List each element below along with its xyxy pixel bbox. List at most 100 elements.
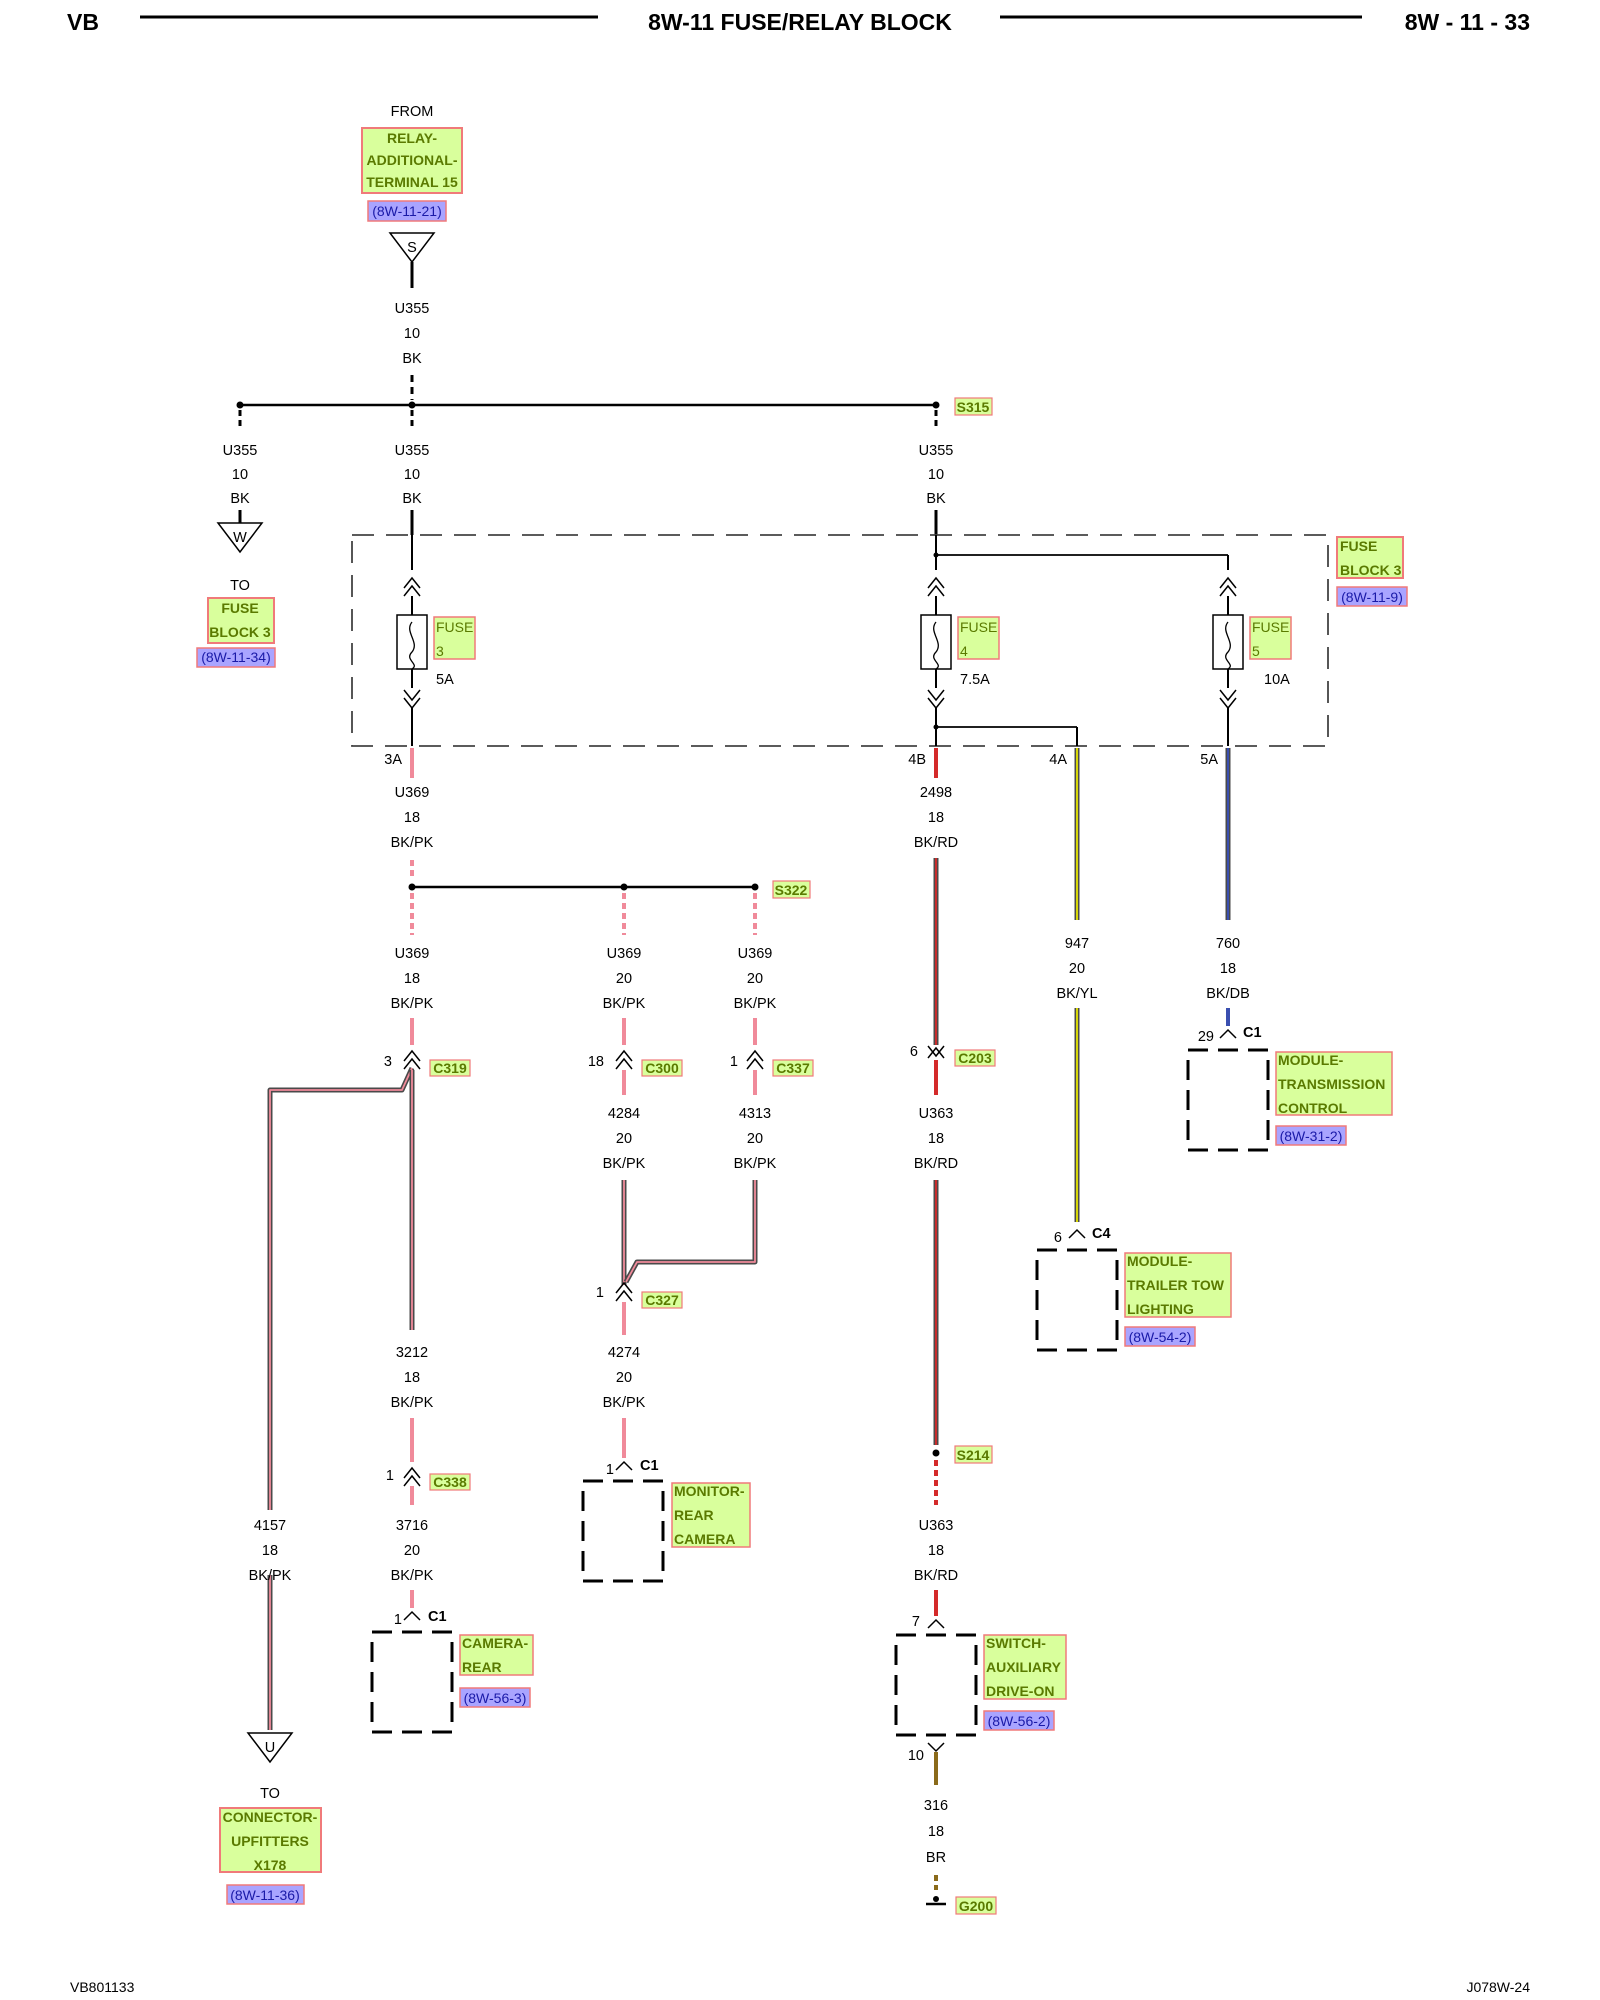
wire-3212: 3212 18 BK/PK (391, 1070, 434, 1462)
wire-label-gauge: 18 (928, 1824, 944, 1840)
cavity-3a-label: 3A (384, 752, 402, 768)
component-name-line-2[interactable]: REAR (674, 1507, 714, 1523)
wire-label-circuit: 4284 (608, 1106, 640, 1122)
upfitter-name-line-2[interactable]: UPFITTERS (231, 1833, 309, 1849)
connector-label: C1 (428, 1609, 447, 1625)
splice-s315-bus: S315 (236, 397, 993, 430)
component-name-line-2[interactable]: TRANSMISSION (1278, 1076, 1385, 1092)
connector-c319: 3 C319 (384, 1049, 471, 1077)
wire-label-color: BK/PK (734, 1156, 777, 1172)
wire-label-gauge: 18 (1220, 961, 1236, 977)
splice-s315-label[interactable]: S315 (957, 399, 990, 415)
wire-label-circuit: 4274 (608, 1345, 640, 1361)
tcm-box[interactable] (1186, 1048, 1270, 1152)
wire-label-gauge: 18 (404, 810, 420, 826)
fuse-4-number[interactable]: 4 (960, 643, 968, 659)
upfitter-connector: U TO CONNECTOR- UPFITTERS X178 (8W-11-36… (219, 1732, 322, 1905)
wire-label-circuit: 3716 (396, 1518, 428, 1534)
splice-s214-label[interactable]: S214 (957, 1447, 990, 1463)
wire-label-color: BK/PK (391, 1568, 434, 1584)
fuse-3-label[interactable]: FUSE (436, 619, 473, 635)
relay-name-line-3[interactable]: TERMINAL 15 (366, 174, 458, 190)
header-title: 8W-11 FUSE/RELAY BLOCK (648, 9, 952, 35)
wire-label-color: BK/PK (391, 835, 434, 851)
component-name-line-3[interactable]: DRIVE-ON (986, 1683, 1054, 1699)
connector-label[interactable]: C319 (433, 1060, 467, 1076)
wire-label-gauge: 20 (616, 1131, 632, 1147)
trailer-tow-box[interactable] (1035, 1248, 1119, 1352)
component-name-line-1[interactable]: MODULE- (1127, 1253, 1193, 1269)
fuse-block-name-line-1[interactable]: FUSE (221, 600, 258, 616)
source-relay: FROM RELAY- ADDITIONAL- TERMINAL 15 (8W-… (361, 104, 463, 400)
component-ref-link[interactable]: (8W-54-2) (1129, 1329, 1192, 1345)
switch-box[interactable] (894, 1633, 978, 1737)
connector-label: C1 (640, 1458, 659, 1474)
wire-label-color: BK/RD (914, 1156, 958, 1172)
upfitter-name-line-1[interactable]: CONNECTOR- (223, 1809, 318, 1825)
component-ref-link[interactable]: (8W-56-3) (464, 1690, 527, 1706)
camera-rear-box[interactable] (370, 1630, 454, 1734)
header-page-number: 8W - 11 - 33 (1405, 9, 1530, 35)
fuse-block-ref-link[interactable]: (8W-11-9) (1341, 589, 1403, 605)
monitor-box[interactable] (581, 1479, 665, 1583)
connector-label[interactable]: C337 (776, 1060, 810, 1076)
upfitter-name-line-3[interactable]: X178 (254, 1857, 287, 1873)
fuse-4-label[interactable]: FUSE (960, 619, 997, 635)
wire-label-gauge: 10 (232, 467, 248, 483)
component-ref-link[interactable]: (8W-56-2) (988, 1713, 1051, 1729)
wire-label-circuit: 2498 (920, 785, 952, 801)
wire-label-circuit: U369 (607, 946, 642, 962)
component-monitor-rear-camera: 1 C1 MONITOR- REAR CAMERA (581, 1458, 751, 1583)
fuse-5: FUSE 5 10A (1212, 576, 1292, 746)
connector-c300: 18 C300 (588, 1049, 683, 1077)
component-name-line-2[interactable]: TRAILER TOW (1127, 1277, 1225, 1293)
fuse-5-label[interactable]: FUSE (1252, 619, 1289, 635)
to-fuse-block-3: U355 10 BK W TO FUSE BLOCK 3 (8W-11-34) (196, 443, 276, 668)
fuse-block-ref-link[interactable]: (8W-11-34) (201, 649, 271, 665)
wire-label-gauge: 10 (404, 467, 420, 483)
component-name-line-3[interactable]: LIGHTING (1127, 1301, 1194, 1317)
wire-label-color: BK/DB (1206, 986, 1250, 1002)
connector-label[interactable]: C338 (433, 1474, 467, 1490)
pin-number: 3 (384, 1054, 392, 1070)
fuse-block-name-line-2[interactable]: BLOCK 3 (209, 624, 271, 640)
relay-name-line-2[interactable]: ADDITIONAL- (367, 152, 458, 168)
component-name-line-1[interactable]: MONITOR- (674, 1483, 745, 1499)
header-left: VB (67, 9, 99, 35)
column-2498: 2498 18 BK/RD (914, 748, 958, 1045)
s-connector-symbol (388, 232, 436, 264)
fuse-3-number[interactable]: 3 (436, 643, 444, 659)
component-name-line-3[interactable]: CAMERA (674, 1531, 735, 1547)
fuse-5-number[interactable]: 5 (1252, 643, 1260, 659)
component-name-line-3[interactable]: CONTROL (1278, 1100, 1348, 1116)
wire-label-color: BK (402, 491, 422, 507)
fuse-block-name-line-2[interactable]: BLOCK 3 (1340, 562, 1402, 578)
component-name-line-1[interactable]: MODULE- (1278, 1052, 1344, 1068)
component-name-line-1[interactable]: SWITCH- (986, 1635, 1046, 1651)
ground-g200-label[interactable]: G200 (959, 1898, 993, 1914)
component-name-line-2[interactable]: REAR (462, 1659, 502, 1675)
connector-label[interactable]: C300 (645, 1060, 679, 1076)
component-name-line-1[interactable]: CAMERA- (462, 1635, 528, 1651)
relay-ref-link[interactable]: (8W-11-21) (372, 203, 442, 219)
fuse-4: FUSE 4 7.5A (920, 576, 1078, 746)
fuse-block-name-line-1[interactable]: FUSE (1340, 538, 1377, 554)
component-transmission-control-module: 29 C1 MODULE- TRANSMISSION CONTROL (8W-3… (1186, 1025, 1393, 1152)
pin-number: 6 (1054, 1230, 1062, 1246)
column-760: 760 18 BK/DB (1206, 748, 1250, 1026)
splice-s322-label[interactable]: S322 (775, 882, 808, 898)
component-ref-link[interactable]: (8W-31-2) (1280, 1128, 1343, 1144)
relay-name-line-1[interactable]: RELAY- (387, 130, 437, 146)
wire-label-gauge: 20 (1069, 961, 1085, 977)
connector-label[interactable]: C203 (958, 1050, 992, 1066)
ground-highlight-box (955, 1896, 997, 1915)
cavity-5a-label: 5A (1200, 752, 1218, 768)
connector-label[interactable]: C327 (645, 1292, 679, 1308)
component-name-line-2[interactable]: AUXILIARY (986, 1659, 1062, 1675)
wire-4284-4313: 4284 20 BK/PK 4313 20 BK/PK (603, 1070, 777, 1285)
pin-number: 1 (596, 1285, 604, 1301)
wire-label-gauge: 20 (404, 1543, 420, 1559)
upfitter-ref-link[interactable]: (8W-11-36) (230, 1887, 300, 1903)
cavity-4b-label: 4B (908, 752, 926, 768)
wire-label-color: BK/PK (603, 1156, 646, 1172)
